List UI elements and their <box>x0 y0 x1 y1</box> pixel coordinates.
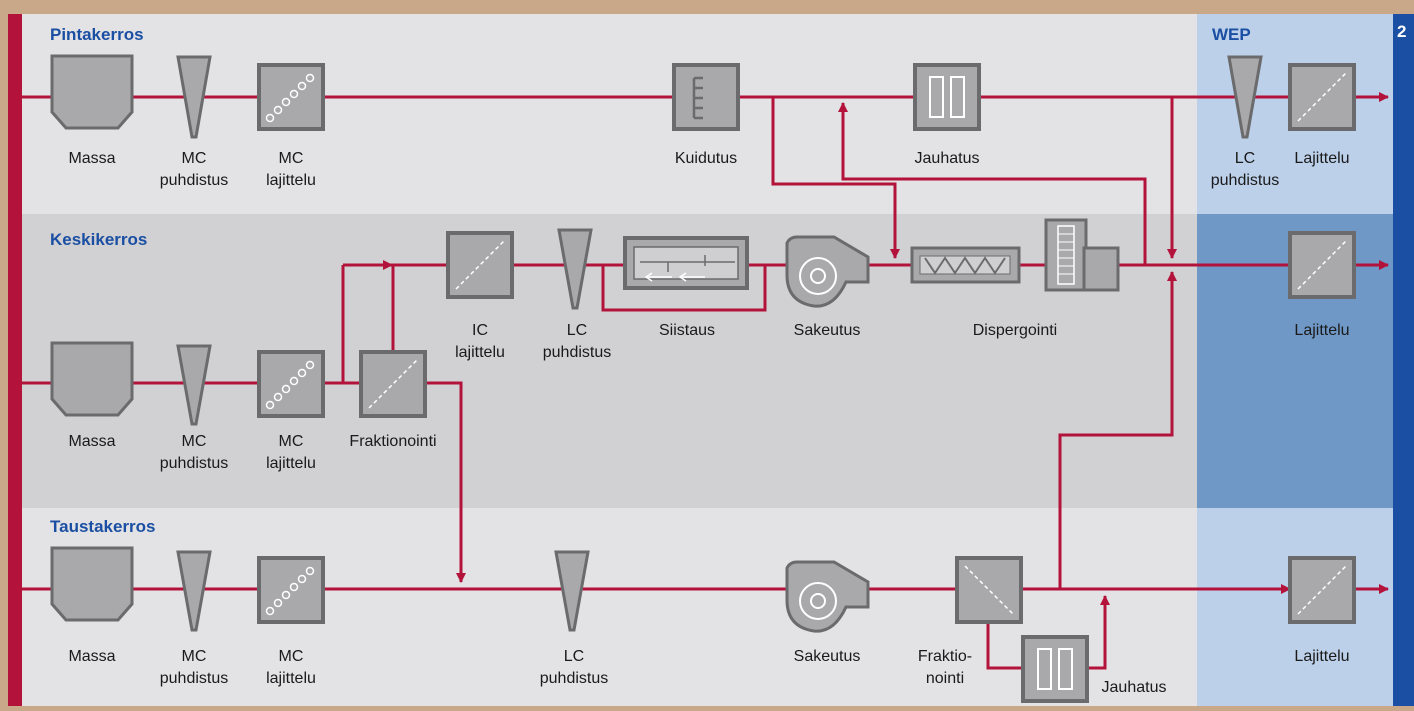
label-wep-puhdistus: puhdistus <box>1211 172 1280 189</box>
label-lajittelu-bottom: lajittelu <box>266 670 316 687</box>
label-ic-lajittelu: lajittelu <box>455 344 505 361</box>
label-lc-puhdistus-middle: puhdistus <box>543 344 612 361</box>
label-mc-middle: MC <box>182 433 207 450</box>
jauhatus-refiner-icon <box>915 65 979 129</box>
section-title-pintakerros: Pintakerros <box>50 25 144 44</box>
label-nointi: nointi <box>926 670 964 687</box>
label-sakeutus-middle: Sakeutus <box>794 322 861 339</box>
label-massa-middle: Massa <box>68 433 115 450</box>
label-puhdistus-middle: puhdistus <box>160 455 229 472</box>
massa-chest-icon <box>52 56 132 128</box>
label-mc-lajittelu-middle: MC <box>279 433 304 450</box>
label-puhdistus-top: puhdistus <box>160 172 229 189</box>
massa-chest-bottom-icon <box>52 548 132 620</box>
label-lajittelu-middle: lajittelu <box>266 455 316 472</box>
label-fraktionointi: Fraktionointi <box>349 433 436 450</box>
label-wep-lajittelu-middle: Lajittelu <box>1294 322 1349 339</box>
label-sakeutus-bottom: Sakeutus <box>794 648 861 665</box>
label-siistaus: Siistaus <box>659 322 715 339</box>
left-accent-bar <box>8 14 22 706</box>
section-title-taustakerros: Taustakerros <box>50 517 156 536</box>
kuidutus-icon <box>674 65 738 129</box>
label-lc-bottom: LC <box>564 648 584 665</box>
section-title-keskikerros: Keskikerros <box>50 230 147 249</box>
mc-screen-middle-icon <box>259 352 323 416</box>
label-massa-bottom: Massa <box>68 648 115 665</box>
siistaus-flotation-icon <box>625 238 747 288</box>
ic-screen-icon <box>448 233 512 297</box>
fraktionointi-screen-icon <box>361 352 425 416</box>
label-mc-lajittelu-top: MC <box>279 150 304 167</box>
label-massa-top: Massa <box>68 150 115 167</box>
label-wep-lajittelu-top: Lajittelu <box>1294 150 1349 167</box>
mc-screen-bottom-icon <box>259 558 323 622</box>
page-number: 2 <box>1397 22 1406 41</box>
wep-screen-middle-icon <box>1290 233 1354 297</box>
label-lc-middle: LC <box>567 322 587 339</box>
label-wep-lc: LC <box>1235 150 1255 167</box>
mc-screen-icon <box>259 65 323 129</box>
label-jauhatus-top: Jauhatus <box>915 150 980 167</box>
label-mc-bottom: MC <box>182 648 207 665</box>
label-kuidutus: Kuidutus <box>675 150 737 167</box>
dispergointi-screw-icon <box>912 248 1019 282</box>
fraktionointi-bottom-screen-icon <box>957 558 1021 622</box>
label-mc-lajittelu-bottom: MC <box>279 648 304 665</box>
massa-chest-middle-icon <box>52 343 132 415</box>
label-jauhatus-bottom: Jauhatus <box>1102 679 1167 696</box>
wep-screen-bottom-icon <box>1290 558 1354 622</box>
section-title-wep: WEP <box>1212 25 1251 44</box>
label-wep-lajittelu-bottom: Lajittelu <box>1294 648 1349 665</box>
label-lc-puhdistus-bottom: puhdistus <box>540 670 609 687</box>
label-mc-top: MC <box>182 150 207 167</box>
wep-screen-top-icon <box>1290 65 1354 129</box>
jauhatus-bottom-refiner-icon <box>1023 637 1087 701</box>
label-ic: IC <box>472 322 488 339</box>
label-lajittelu-top: lajittelu <box>266 172 316 189</box>
right-accent-bar <box>1393 14 1414 706</box>
label-puhdistus-bottom: puhdistus <box>160 670 229 687</box>
label-fraktio: Fraktio- <box>918 648 972 665</box>
label-dispergointi: Dispergointi <box>973 322 1057 339</box>
